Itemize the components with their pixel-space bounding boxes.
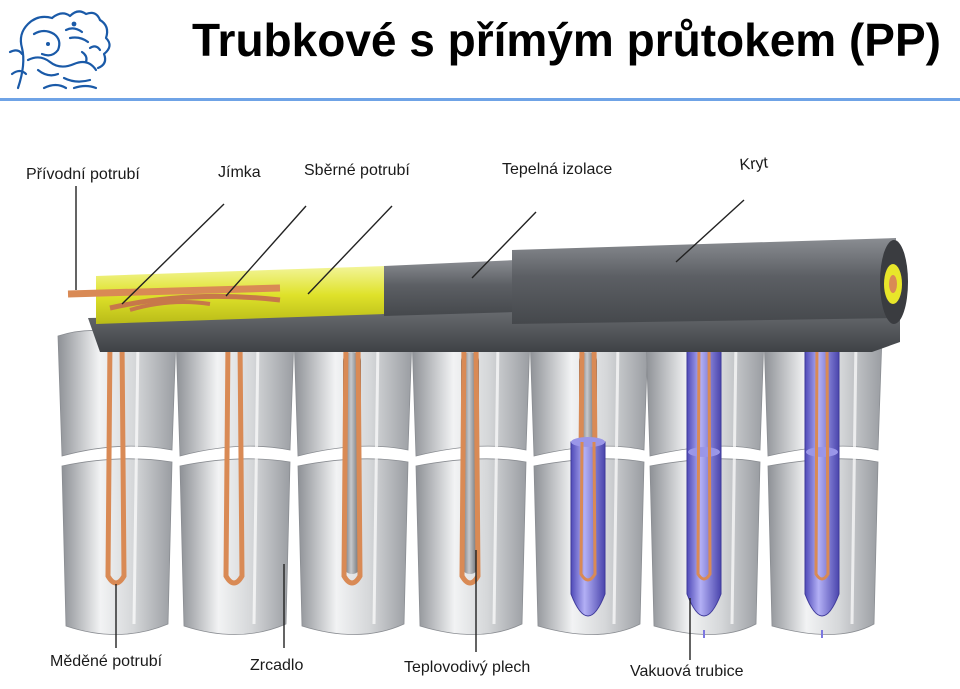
- label-vacuum-tube: Vakuová trubice: [630, 663, 744, 680]
- collector-header: [68, 238, 908, 352]
- label-supply-pipe: Přívodní potrubí: [26, 166, 140, 183]
- label-reflector: Zrcadlo: [250, 657, 303, 674]
- cover: [512, 238, 896, 324]
- vacuum-tube: [571, 442, 605, 616]
- cover-rear: [384, 260, 516, 316]
- label-collector-pipe: Sběrné potrubí: [304, 162, 410, 179]
- label-copper-pipe: Měděné potrubí: [50, 653, 163, 670]
- vacuum-tube: [687, 344, 721, 616]
- vacuum-tube-ring: [806, 447, 838, 457]
- vacuum-tube-ring: [571, 437, 605, 447]
- ctu-lion-logo-icon: [4, 4, 120, 92]
- header-divider: [0, 98, 960, 101]
- vacuum-tube-ring: [688, 447, 720, 457]
- collector-diagram: Přívodní potrubí Jímka Sběrné potrubí Te…: [0, 104, 960, 689]
- slide-title: Trubkové s přímým průtokem (PP): [192, 12, 941, 68]
- label-heat-plate: Teplovodivý plech: [404, 659, 530, 676]
- cover-end-pipe: [889, 275, 897, 293]
- reflector-lower: [62, 459, 172, 635]
- reflector-lower: [180, 459, 290, 635]
- label-sump: Jímka: [218, 164, 261, 181]
- vacuum-tube: [805, 344, 839, 616]
- slide-header: Trubkové s přímým průtokem (PP): [0, 0, 960, 104]
- label-cover: Kryt: [739, 155, 769, 174]
- label-insulation: Tepelná izolace: [502, 161, 612, 178]
